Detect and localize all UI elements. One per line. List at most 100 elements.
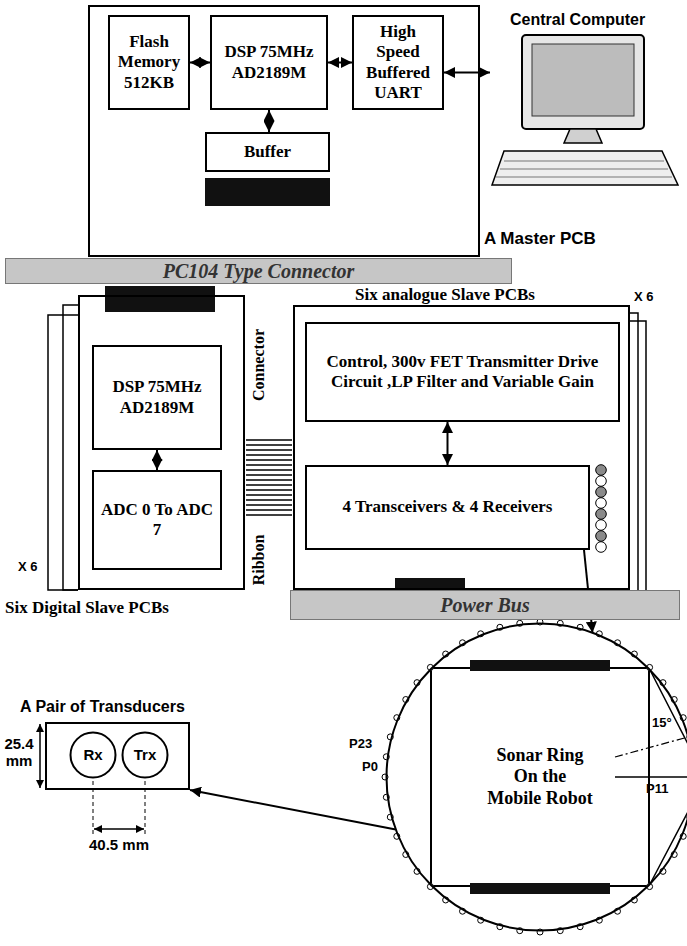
processor-block: DSP 75MHz AD2189M: [210, 15, 328, 110]
block-text: 4 Transceivers & 4 Receivers: [343, 497, 553, 517]
ribbon-wire: [246, 489, 292, 491]
board-title: A Pair of Transducers: [20, 697, 185, 716]
position-label: P0: [362, 760, 378, 775]
transducer-column: [596, 465, 607, 553]
connector-arrow: [190, 62, 210, 64]
ribbon-wire: [246, 474, 292, 476]
block-text: Sonar Ring On the Mobile Robot: [486, 745, 594, 810]
position-label: P11: [646, 782, 668, 797]
key-row: [504, 161, 664, 162]
circle-outline: [387, 624, 687, 931]
receiver-circle: Rx: [69, 731, 117, 779]
connector-name: Connector: [250, 329, 268, 401]
dimension-line: [94, 828, 144, 830]
board-stack: [63, 305, 78, 590]
transducer-dot: [596, 520, 607, 531]
central-computer-outline: [490, 35, 680, 190]
driver-block: Control, 300v FET Transmitter Drive Circ…: [305, 322, 620, 422]
monitor: [522, 35, 644, 129]
block-text: ADC 0 To ADC 7: [98, 500, 216, 541]
uart-block: High Speed Buffered UART: [352, 15, 444, 110]
connector-block: [205, 178, 330, 206]
dimension-label: 25.4 mm: [2, 735, 36, 770]
block-text: Trx: [134, 746, 157, 764]
board-stack: [630, 313, 638, 590]
multiplier-note: X 6: [18, 560, 38, 575]
block-text: Rx: [83, 746, 102, 764]
board-title: Central Computer: [510, 10, 645, 29]
ribbon-wire: [246, 464, 292, 466]
transducer-dot: [596, 476, 607, 487]
connector-arrow: [268, 110, 270, 132]
digital-slave-pcb: Six Digital Slave PCBsDSP 75MHz AD2189MA…: [78, 295, 245, 590]
keyboard: [492, 151, 678, 185]
memory-block: Flash Memory 512KB: [108, 15, 190, 110]
transceiver-block: 4 Transceivers & 4 Receivers: [305, 465, 590, 550]
axis-line: [615, 776, 687, 778]
block-text: Buffer: [244, 142, 291, 162]
ribbon-wire: [246, 504, 292, 506]
power-bus: Power Bus: [290, 590, 680, 620]
connector-block: [105, 286, 215, 312]
central-computer: Central Computer: [490, 35, 680, 190]
key-row: [500, 169, 668, 170]
analogue-slave-pcb: Six analogue Slave PCBsControl, 300v FET…: [293, 305, 630, 590]
transducer-dot: [596, 542, 607, 553]
transducer-pair: A Pair of TransducersRxTrx: [45, 722, 190, 790]
master-pcb: A Master PCBFlash Memory 512KBDSP 75MHz …: [88, 5, 480, 257]
sonar-ring: Sonar Ring On the Mobile Robot: [385, 622, 687, 932]
monitor-stand: [564, 129, 602, 143]
buffer-block: Buffer: [205, 132, 330, 172]
dimension-line: [39, 724, 41, 788]
transducer-dot: [596, 509, 607, 520]
connector-arrow: [328, 62, 352, 64]
board-stack: [48, 315, 78, 590]
processor-block: DSP 75MHz AD2189M: [92, 345, 222, 450]
board-title: Six analogue Slave PCBs: [355, 285, 535, 305]
ribbon-wire: [246, 509, 292, 511]
transducer-dot: [596, 498, 607, 509]
ribbon-wire: [246, 439, 292, 441]
block-text: Power Bus: [440, 593, 529, 617]
bus-connector: PC104 Type Connector: [5, 258, 512, 284]
circle-outline: [71, 733, 116, 778]
beam-line: [615, 737, 687, 757]
transceiver-circle: Trx: [121, 731, 169, 779]
board-title: A Master PCB: [484, 229, 596, 249]
block-text: DSP 75MHz AD2189M: [98, 377, 216, 418]
ribbon-wire: [246, 449, 292, 451]
ribbon-wire: [246, 454, 292, 456]
ribbon-wire: [246, 499, 292, 501]
board-stack: [630, 321, 646, 590]
transducer-dot: [596, 465, 607, 476]
ribbon-wire: [246, 444, 292, 446]
block-text: Flash Memory 512KB: [114, 32, 184, 93]
ribbon-wire: [246, 514, 292, 516]
board-title: Six Digital Slave PCBs: [5, 598, 169, 618]
circle-outline: [123, 733, 168, 778]
ribbon-wire: [246, 479, 292, 481]
dimension-label: 40.5 mm: [89, 836, 149, 853]
key-row: [496, 177, 672, 178]
ribbon-wire: [246, 459, 292, 461]
connector-arrow: [447, 422, 449, 465]
transducer-dot: [596, 531, 607, 542]
block-text: DSP 75MHz AD2189M: [216, 42, 322, 83]
block-text: High Speed Buffered UART: [358, 22, 438, 104]
wheel: [470, 883, 610, 894]
angle-label: 15°: [652, 716, 672, 731]
screen: [532, 44, 634, 116]
connector-name: Ribbon: [250, 535, 268, 586]
connector-arrow: [156, 450, 158, 470]
adc-block: ADC 0 To ADC 7: [92, 470, 222, 570]
position-label: P23: [349, 737, 372, 752]
ribbon-cable: [246, 440, 292, 515]
block-text: Control, 300v FET Transmitter Drive Circ…: [311, 352, 614, 393]
ribbon-wire: [246, 484, 292, 486]
ribbon-wire: [246, 494, 292, 496]
wheel: [470, 660, 610, 671]
multiplier-note: X 6: [634, 290, 654, 305]
transducer-dots: [382, 619, 687, 935]
connector-arrow: [444, 72, 490, 74]
